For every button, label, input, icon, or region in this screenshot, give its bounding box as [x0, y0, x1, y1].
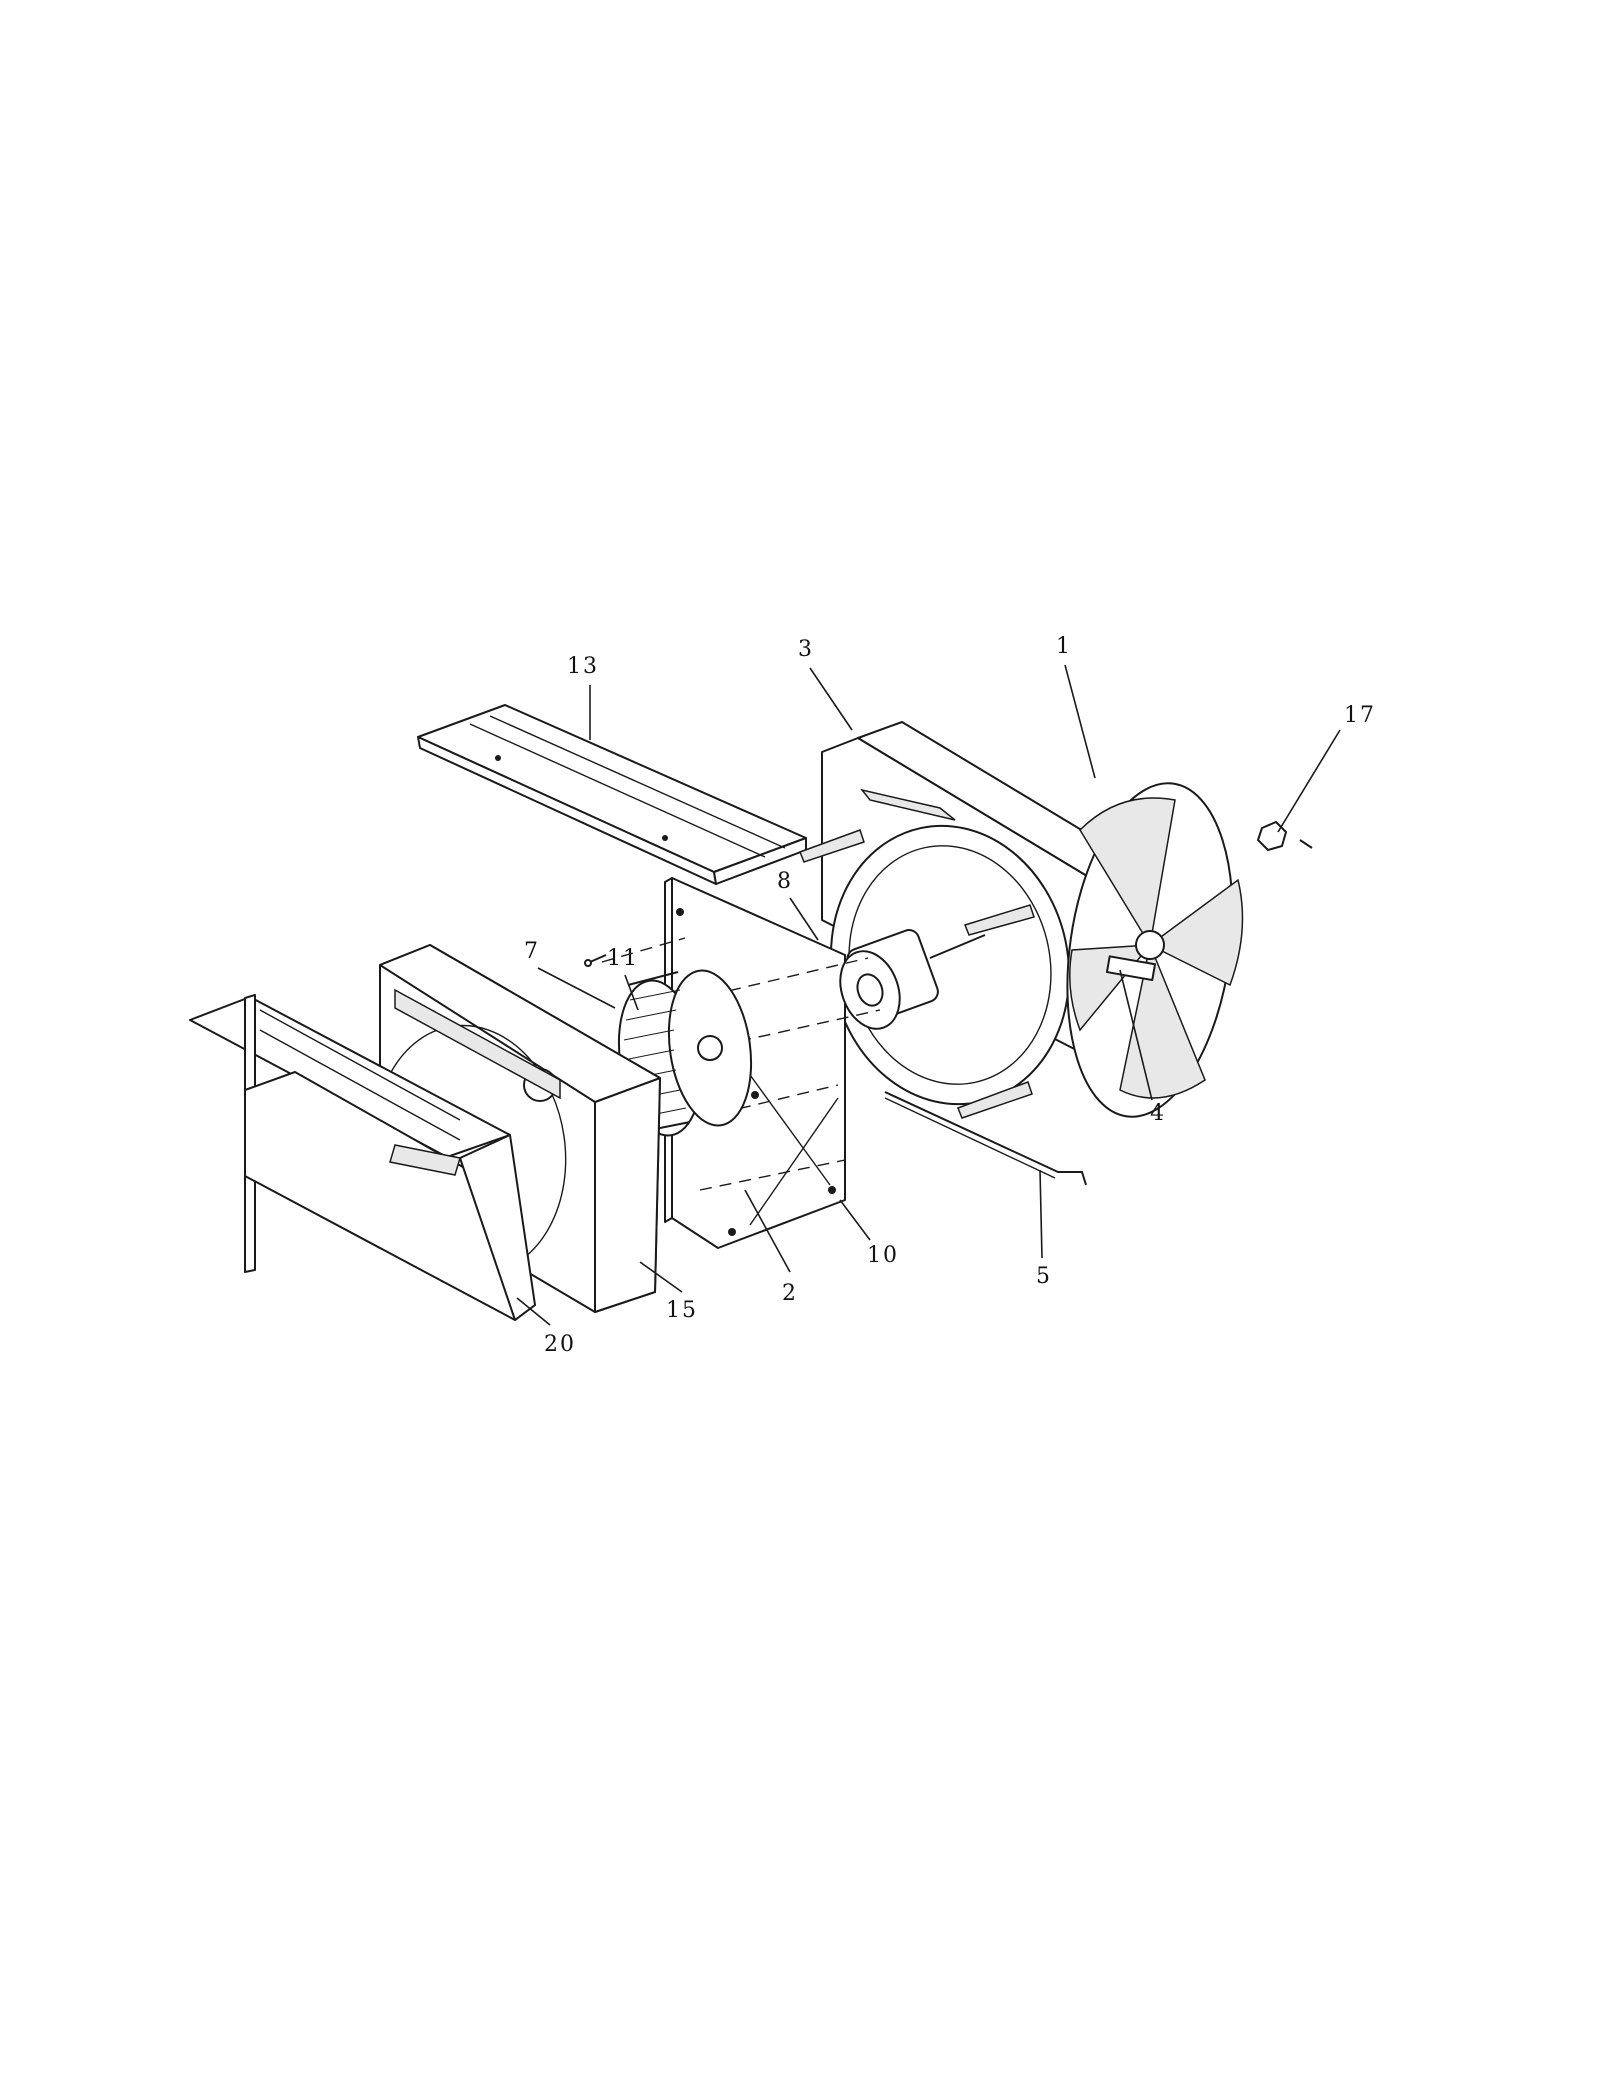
- leader-7: [537, 967, 616, 1009]
- leader-lines: [516, 664, 1341, 1326]
- screw-hole: [495, 755, 501, 761]
- callout-11: 11: [607, 946, 639, 971]
- callout-20: 20: [544, 1332, 576, 1357]
- callout-1: 1: [1056, 634, 1072, 659]
- callout-3: 3: [798, 637, 814, 662]
- leader-15: [639, 1261, 683, 1293]
- callout-17: 17: [1344, 703, 1376, 728]
- part-11-blower-wheel: [617, 969, 753, 1137]
- callout-15: 15: [666, 1298, 698, 1323]
- leader-8: [789, 897, 819, 941]
- part-1-fan-blade: [1066, 782, 1244, 1118]
- callout-4: 4: [1150, 1101, 1166, 1126]
- loose-screws: [584, 954, 607, 967]
- leader-11: [624, 974, 639, 1011]
- callout-13: 13: [567, 654, 599, 679]
- leader-4: [1119, 969, 1153, 1101]
- leader-20: [516, 1297, 551, 1326]
- part-13-top-cover: [417, 704, 807, 885]
- part-5-rod: [884, 1091, 1087, 1186]
- support-rods: [799, 829, 1035, 1119]
- leader-3: [809, 667, 853, 731]
- callout-10: 10: [867, 1243, 899, 1268]
- leader-10: [839, 1199, 871, 1241]
- screw-hole: [751, 1091, 759, 1099]
- callout-8: 8: [777, 869, 793, 894]
- screw-hole: [828, 1186, 836, 1194]
- leader-2: [744, 1189, 791, 1273]
- part-20-front-frame: [189, 994, 536, 1321]
- part-17-fastener: [1257, 821, 1313, 851]
- screw-hole: [728, 1228, 736, 1236]
- callout-7: 7: [524, 939, 540, 964]
- leader-5: [1039, 1169, 1043, 1259]
- screw-hole: [676, 908, 684, 916]
- callout-5: 5: [1036, 1264, 1052, 1289]
- leader-17: [1277, 729, 1341, 833]
- screw-hole: [662, 835, 668, 841]
- callout-2: 2: [782, 1281, 798, 1306]
- leader-1: [1064, 664, 1096, 779]
- callout-labels: 1 2 3 4 5 7 8 10 11 13 15 17 20: [524, 634, 1376, 1357]
- part-8-motor: [839, 929, 986, 1030]
